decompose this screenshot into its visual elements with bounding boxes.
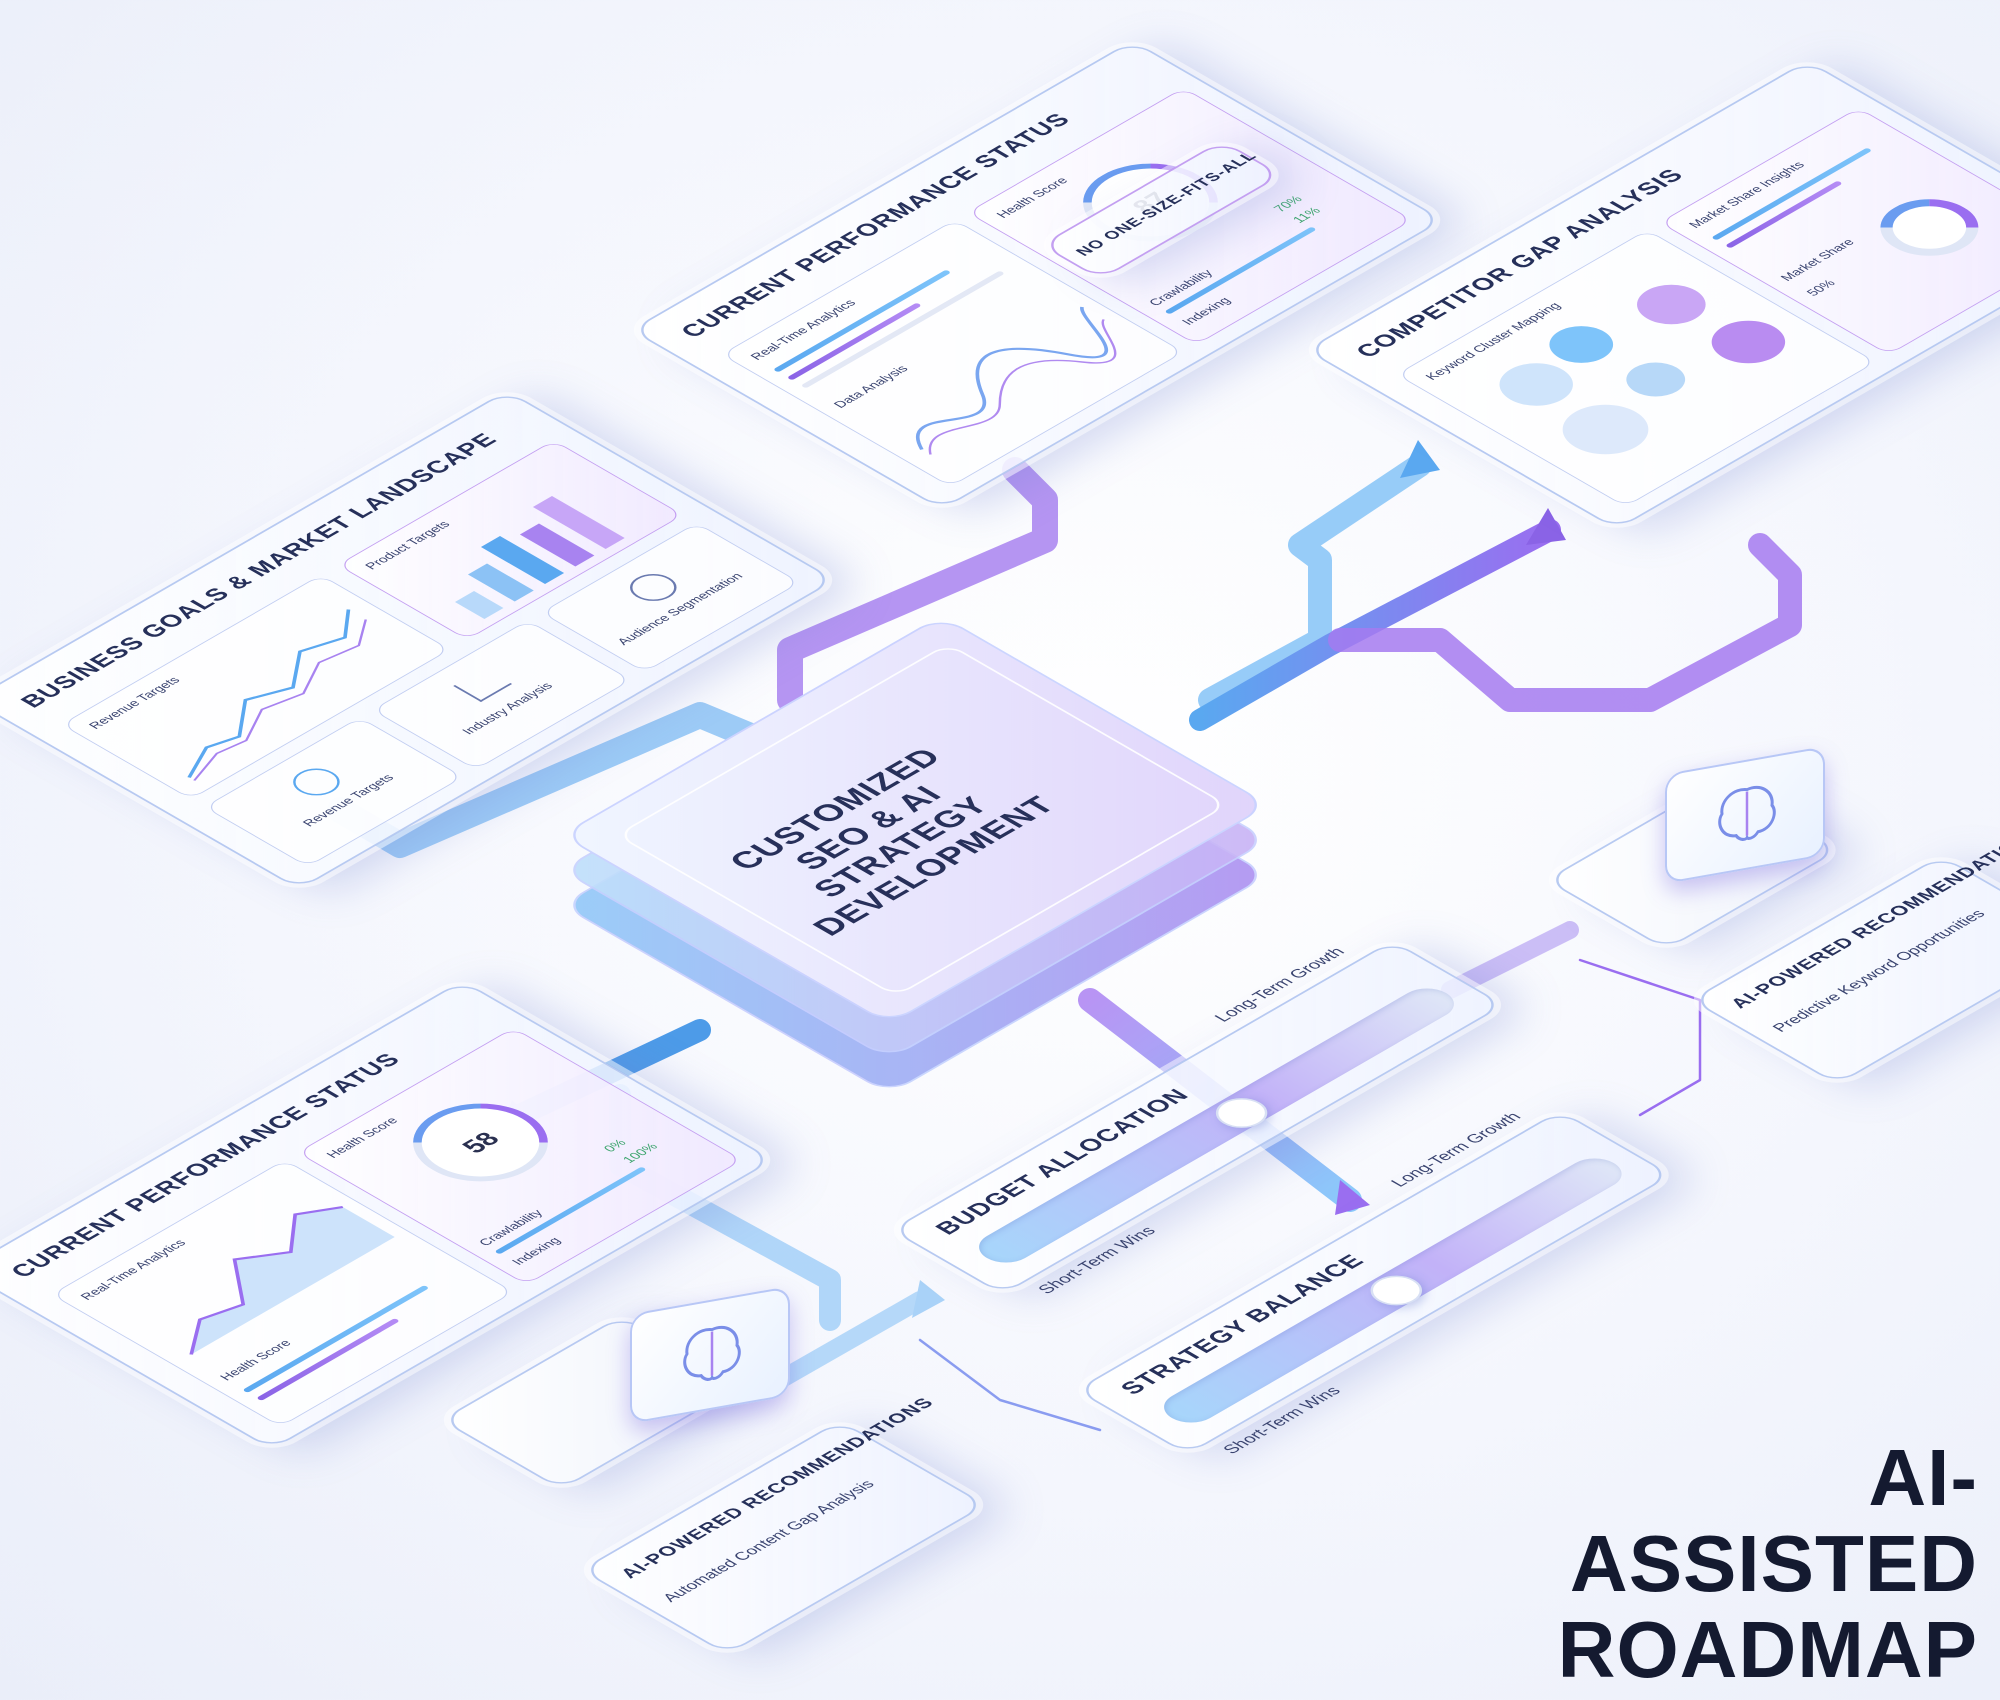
bottom-health-value: 58 [454,1127,506,1157]
connector-chip-to-budget [771,1291,929,1389]
performance-status-bottom-panel: CURRENT PERFORMANCE STATUS Real-Time Ana… [0,980,775,1450]
arrowhead-budget [912,1280,945,1318]
bottom-pct-1: 0% [599,1137,630,1154]
cluster-bubble-4 [1614,355,1698,404]
revenue-chart-card: Revenue Targets [60,574,451,800]
cluster-bubble-3 [1544,394,1667,465]
cluster-bubble-2 [1536,318,1627,371]
ai-chip-right [1665,745,1825,885]
brain-icon [1718,785,1776,841]
bottom-row-1-bar [494,1166,647,1255]
ai-chip-bottom [630,1285,790,1425]
bottom-area-chart [189,1205,395,1355]
bottom-health-gauge: 58 [385,1087,576,1198]
arrowhead-down [1335,1180,1370,1215]
connector-competitor-loop [1328,533,1802,712]
cluster-bubble-6 [1696,311,1801,372]
cluster-bubble-5 [1622,276,1720,333]
roadmap-headline: AI-ASSISTED ROADMAP [1468,1435,1978,1693]
target-icon [283,762,350,801]
bottom-health-score-bar-label: Health Score [216,1337,295,1383]
revenue-line-chart [187,609,367,781]
business-goals-panel: BUSINESS GOALS & MARKET LANDSCAPE Revenu… [0,390,837,890]
connector-sliders-to-ai [1441,921,1579,999]
product-bar-chart [454,495,625,619]
market-share-donut [1860,187,1999,268]
product-targets-card: Product Targets [337,439,684,640]
bottom-health-score-label: Health Score [322,1114,401,1160]
cluster-bubble-1 [1484,354,1589,415]
connector-performance-to-core [777,457,1058,713]
row-1-bar [1164,226,1317,315]
people-icon [620,568,687,607]
thin-line-bottom [918,1338,1102,1432]
bottom-realtime-card: Real-Time Analytics Health Score [50,1159,515,1427]
performance-status-top-panel: CURRENT PERFORMANCE STATUS Real-Time Ana… [630,40,1445,510]
arrowhead-competitor-2 [1526,508,1566,545]
headline-line-1: AI-ASSISTED [1569,1433,1978,1608]
arrowhead-competitor [1400,440,1440,478]
brain-icon-bottom [683,1325,741,1381]
thin-line-right [1578,958,1702,1117]
market-share-label: Market Share [1776,236,1858,283]
headline-line-2: ROADMAP [1557,1605,1978,1694]
pct-2: 11% [1289,204,1324,225]
realtime-card: Real-Time Analytics Data Analysis [720,219,1185,487]
realtime-bar-1 [772,269,952,373]
market-share-pct: 50% [1802,277,1839,298]
data-analysis-wave [915,306,1117,455]
health-score-label: Health Score [992,174,1071,220]
chart-icon [453,667,513,702]
